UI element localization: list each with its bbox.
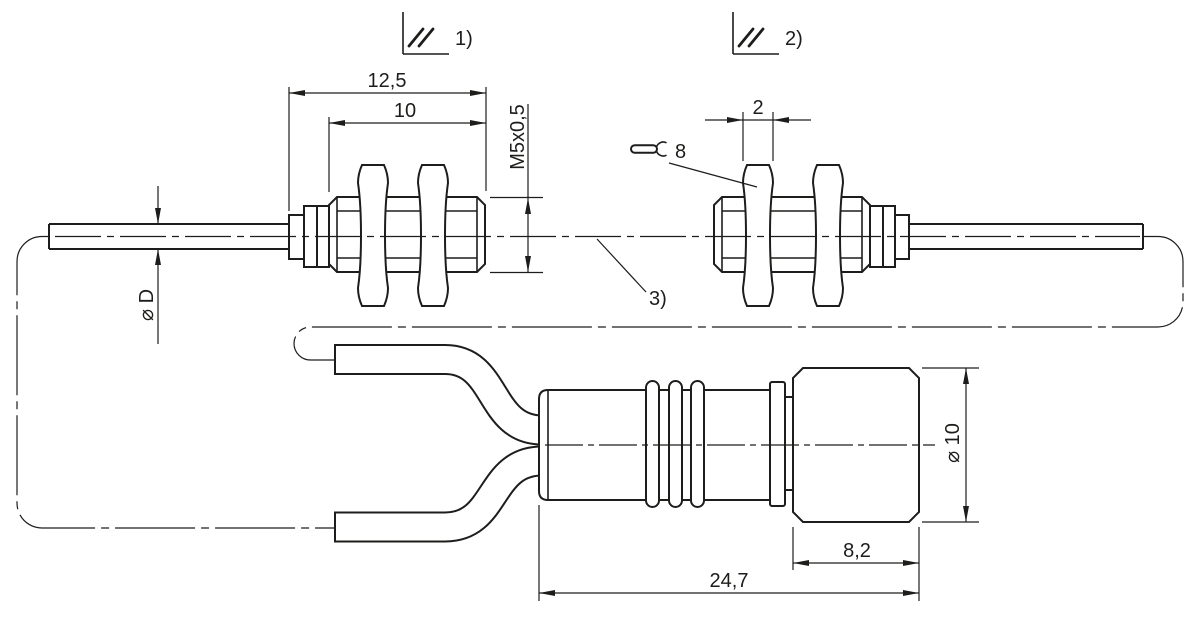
surface-note-right-label: 2) bbox=[785, 28, 803, 50]
grip-rib bbox=[645, 380, 660, 508]
dim-label-housing-length: 12,5 bbox=[368, 70, 407, 92]
wrench-size-label: 8 bbox=[675, 141, 686, 163]
phantom-route-right bbox=[293, 235, 1184, 361]
arrowhead bbox=[155, 249, 161, 265]
dim-label-thread-spec: M5x0,5 bbox=[507, 104, 529, 170]
connector-cap bbox=[792, 367, 920, 523]
arrowhead bbox=[329, 120, 345, 126]
dim-connector-diameter: ⌀ 10 bbox=[922, 367, 979, 523]
surface-mark-slash bbox=[407, 27, 425, 48]
arrowhead bbox=[793, 560, 809, 566]
arrowhead bbox=[539, 590, 555, 596]
surface-mark-slash bbox=[747, 27, 765, 48]
dim-housing-length: 12,5 bbox=[288, 70, 487, 211]
arrowhead bbox=[470, 120, 486, 126]
dim-cap-length: 8,2 bbox=[792, 527, 920, 601]
cable-band-upper-fill bbox=[336, 346, 564, 444]
hex-nut-1 bbox=[741, 164, 775, 307]
arrowhead bbox=[155, 208, 161, 224]
cable-note-label: 3) bbox=[649, 288, 667, 310]
dim-thread-spec: M5x0,5 bbox=[490, 104, 543, 274]
grip-rib bbox=[690, 380, 705, 508]
hex-nut-2 bbox=[416, 164, 450, 307]
wrench-icon-handle bbox=[630, 144, 658, 154]
arrowhead bbox=[289, 90, 305, 96]
connector-body bbox=[538, 367, 935, 523]
arrowhead bbox=[773, 117, 789, 123]
dim-total-length: 24,7 bbox=[538, 505, 919, 601]
dim-label-total-length: 24,7 bbox=[710, 570, 749, 592]
leader-line bbox=[668, 162, 758, 188]
phantom-cable-route bbox=[16, 235, 1184, 529]
leader-line bbox=[596, 238, 647, 293]
surface-mark-slash bbox=[417, 27, 435, 48]
wrench-callout: 8 bbox=[630, 141, 758, 188]
connector-neck bbox=[784, 396, 794, 491]
surface-note-right: 2) bbox=[732, 12, 803, 55]
arrowhead bbox=[903, 590, 919, 596]
dim-label-cap-length: 8,2 bbox=[843, 540, 871, 562]
surface-note-left: 1) bbox=[402, 12, 473, 55]
dim-label-thread-length: 10 bbox=[394, 100, 416, 122]
hex-nut-2 bbox=[811, 164, 845, 307]
arrowhead bbox=[525, 198, 531, 214]
connector-collar bbox=[769, 381, 786, 507]
grip-rib bbox=[668, 380, 683, 508]
cable-note-callout: 3) bbox=[596, 238, 667, 310]
dim-nut-width: 2 bbox=[705, 97, 811, 161]
phantom-route-left bbox=[16, 235, 334, 529]
sensor-left-body bbox=[48, 164, 486, 307]
dim-thread-length: 10 bbox=[328, 100, 486, 192]
cable-band-lower-fill bbox=[336, 447, 564, 541]
arrowhead bbox=[963, 506, 969, 522]
dim-label-cable-diameter: ⌀ D bbox=[136, 289, 158, 321]
dim-label-connector-diameter: ⌀ 10 bbox=[942, 423, 964, 463]
dim-label-nut-width: 2 bbox=[752, 97, 763, 119]
duplex-cable bbox=[334, 344, 564, 543]
sensor-right-body bbox=[713, 164, 1144, 307]
surface-note-left-label: 1) bbox=[455, 28, 473, 50]
arrowhead bbox=[903, 560, 919, 566]
thread-barrel bbox=[713, 196, 871, 273]
hex-nut-1 bbox=[356, 164, 390, 307]
arrowhead bbox=[727, 117, 743, 123]
arrowhead bbox=[963, 368, 969, 384]
thread-barrel bbox=[328, 196, 486, 273]
surface-mark-slash bbox=[737, 27, 755, 48]
arrowhead bbox=[470, 90, 486, 96]
dim-cable-diameter: ⌀ D bbox=[136, 186, 161, 344]
arrowhead bbox=[525, 256, 531, 272]
